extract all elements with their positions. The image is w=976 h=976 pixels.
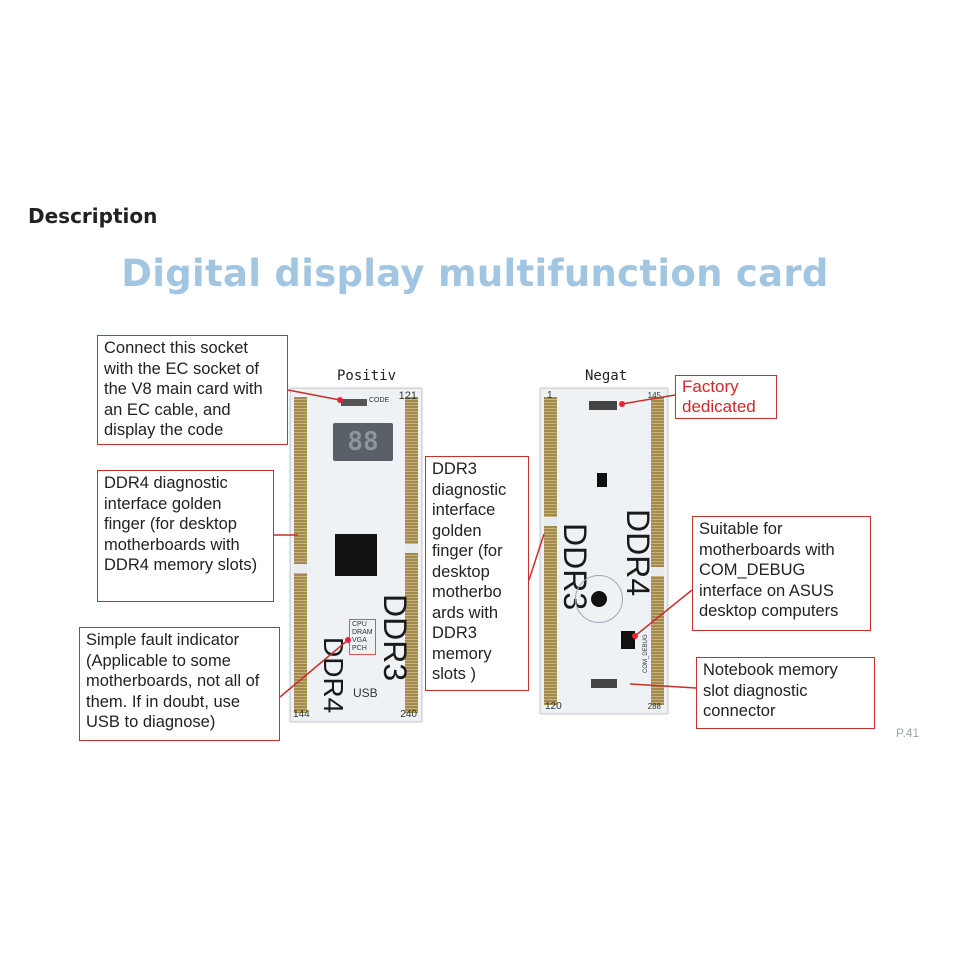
- fault-leds: CPU DRAM VGA PCH: [349, 619, 376, 655]
- callout-fault-indicator: Simple fault indicator (Applicable to so…: [79, 627, 280, 741]
- arrow-fault: [279, 639, 349, 698]
- callout-com-debug: Suitable for motherboards with COM_DEBUG…: [692, 516, 871, 631]
- callout-factory: Factory dedicated: [675, 375, 777, 419]
- notebook-connector: [591, 679, 617, 688]
- factory-socket: [589, 401, 617, 410]
- callout-ddr4-finger: DDR4 diagnostic interface golden finger …: [97, 470, 274, 602]
- arrow-ddr3: [528, 533, 545, 581]
- led-vga: VGA: [352, 637, 367, 644]
- ddr4-gold-finger: [651, 397, 664, 705]
- ddr3-gold-finger: [544, 397, 557, 705]
- code-label: CODE: [369, 397, 390, 404]
- arrow-com: [634, 589, 693, 637]
- pin-121: 121: [398, 390, 417, 402]
- back-board: 1 145 120 288 DDR3 DDR4 COM_DEBUG: [540, 388, 668, 714]
- com-debug-header: [621, 631, 635, 649]
- front-board-label: Positiv: [337, 368, 397, 384]
- pin-120: 120: [545, 701, 562, 712]
- back-board-label: Negat: [585, 368, 628, 384]
- page-number: P.41: [896, 726, 920, 740]
- arrow-notebook: [629, 683, 697, 689]
- ddr3-gold-finger: [405, 397, 418, 713]
- arrow-ec: [287, 389, 341, 401]
- callout-notebook: Notebook memory slot diagnostic connecto…: [696, 657, 875, 729]
- pin-1: 1: [547, 390, 553, 401]
- led-cpu: CPU: [352, 621, 367, 628]
- led-pch: PCH: [352, 645, 367, 652]
- callout-ddr3-finger: DDR3 diagnostic interface golden finger …: [425, 456, 529, 691]
- callout-ec-socket: Connect this socket with the EC socket o…: [97, 335, 288, 445]
- front-board: 121 144 240 CODE 88 CPU DRAM VGA PCH DDR…: [290, 388, 422, 722]
- ec-socket: [341, 399, 367, 406]
- pin-145: 145: [647, 391, 661, 400]
- pin-240: 240: [400, 709, 417, 720]
- section-heading: Description: [28, 204, 158, 228]
- pin-144: 144: [293, 709, 310, 720]
- led-dram: DRAM: [352, 629, 373, 636]
- seven-segment-display: 88: [333, 423, 393, 461]
- ddr4-gold-finger: [294, 397, 307, 713]
- regulator-chip: [597, 473, 607, 487]
- image-title: Digital display multifunction card: [121, 252, 829, 295]
- buzzer: [575, 575, 623, 623]
- main-chip: [335, 534, 377, 576]
- arrow-factory: [621, 394, 676, 405]
- pin-288: 288: [647, 702, 661, 711]
- usb-label: USB: [353, 686, 378, 700]
